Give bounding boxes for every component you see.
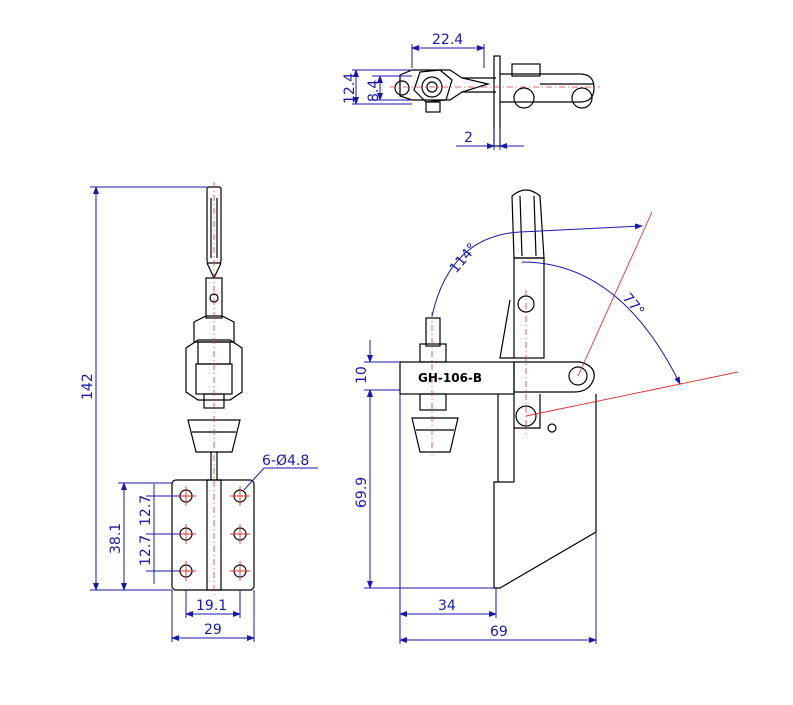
model-label: GH-106-B [418,371,482,385]
angle-open-dim: 114° [447,240,481,276]
front-hole-pitch-1-dim: 12.7 [138,495,154,526]
front-hole-spec-dim: 6-Ø4.8 [262,453,309,469]
front-plate-width-dim: 29 [204,622,222,638]
base-height-dim: 69.9 [354,477,370,508]
spindle-reach-dim: 34 [438,598,456,614]
top-height-outer-dim: 12.4 [342,73,358,104]
front-view: 142 38.1 12.7 12.7 6-Ø4.8 19.1 29 [80,182,318,642]
top-thickness-dim: 2 [464,130,473,146]
front-hole-spacing-dim: 19.1 [196,598,227,614]
mounting-holes [176,486,250,581]
front-total-height-dim: 142 [80,373,96,400]
top-width-dim: 22.4 [432,32,463,48]
side-view: GH-106-B 114° 77° 10 69.9 34 69 [354,189,739,644]
front-plate-span-dim: 38.1 [108,523,124,554]
top-height-inner-dim: 8.4 [366,80,382,102]
front-hole-pitch-2-dim: 12.7 [138,535,154,566]
angle-close-dim: 77° [619,290,647,319]
top-view: 22.4 12.4 8.4 2 [342,32,600,150]
spindle-height-dim: 10 [354,366,370,384]
total-length-dim: 69 [490,624,508,640]
